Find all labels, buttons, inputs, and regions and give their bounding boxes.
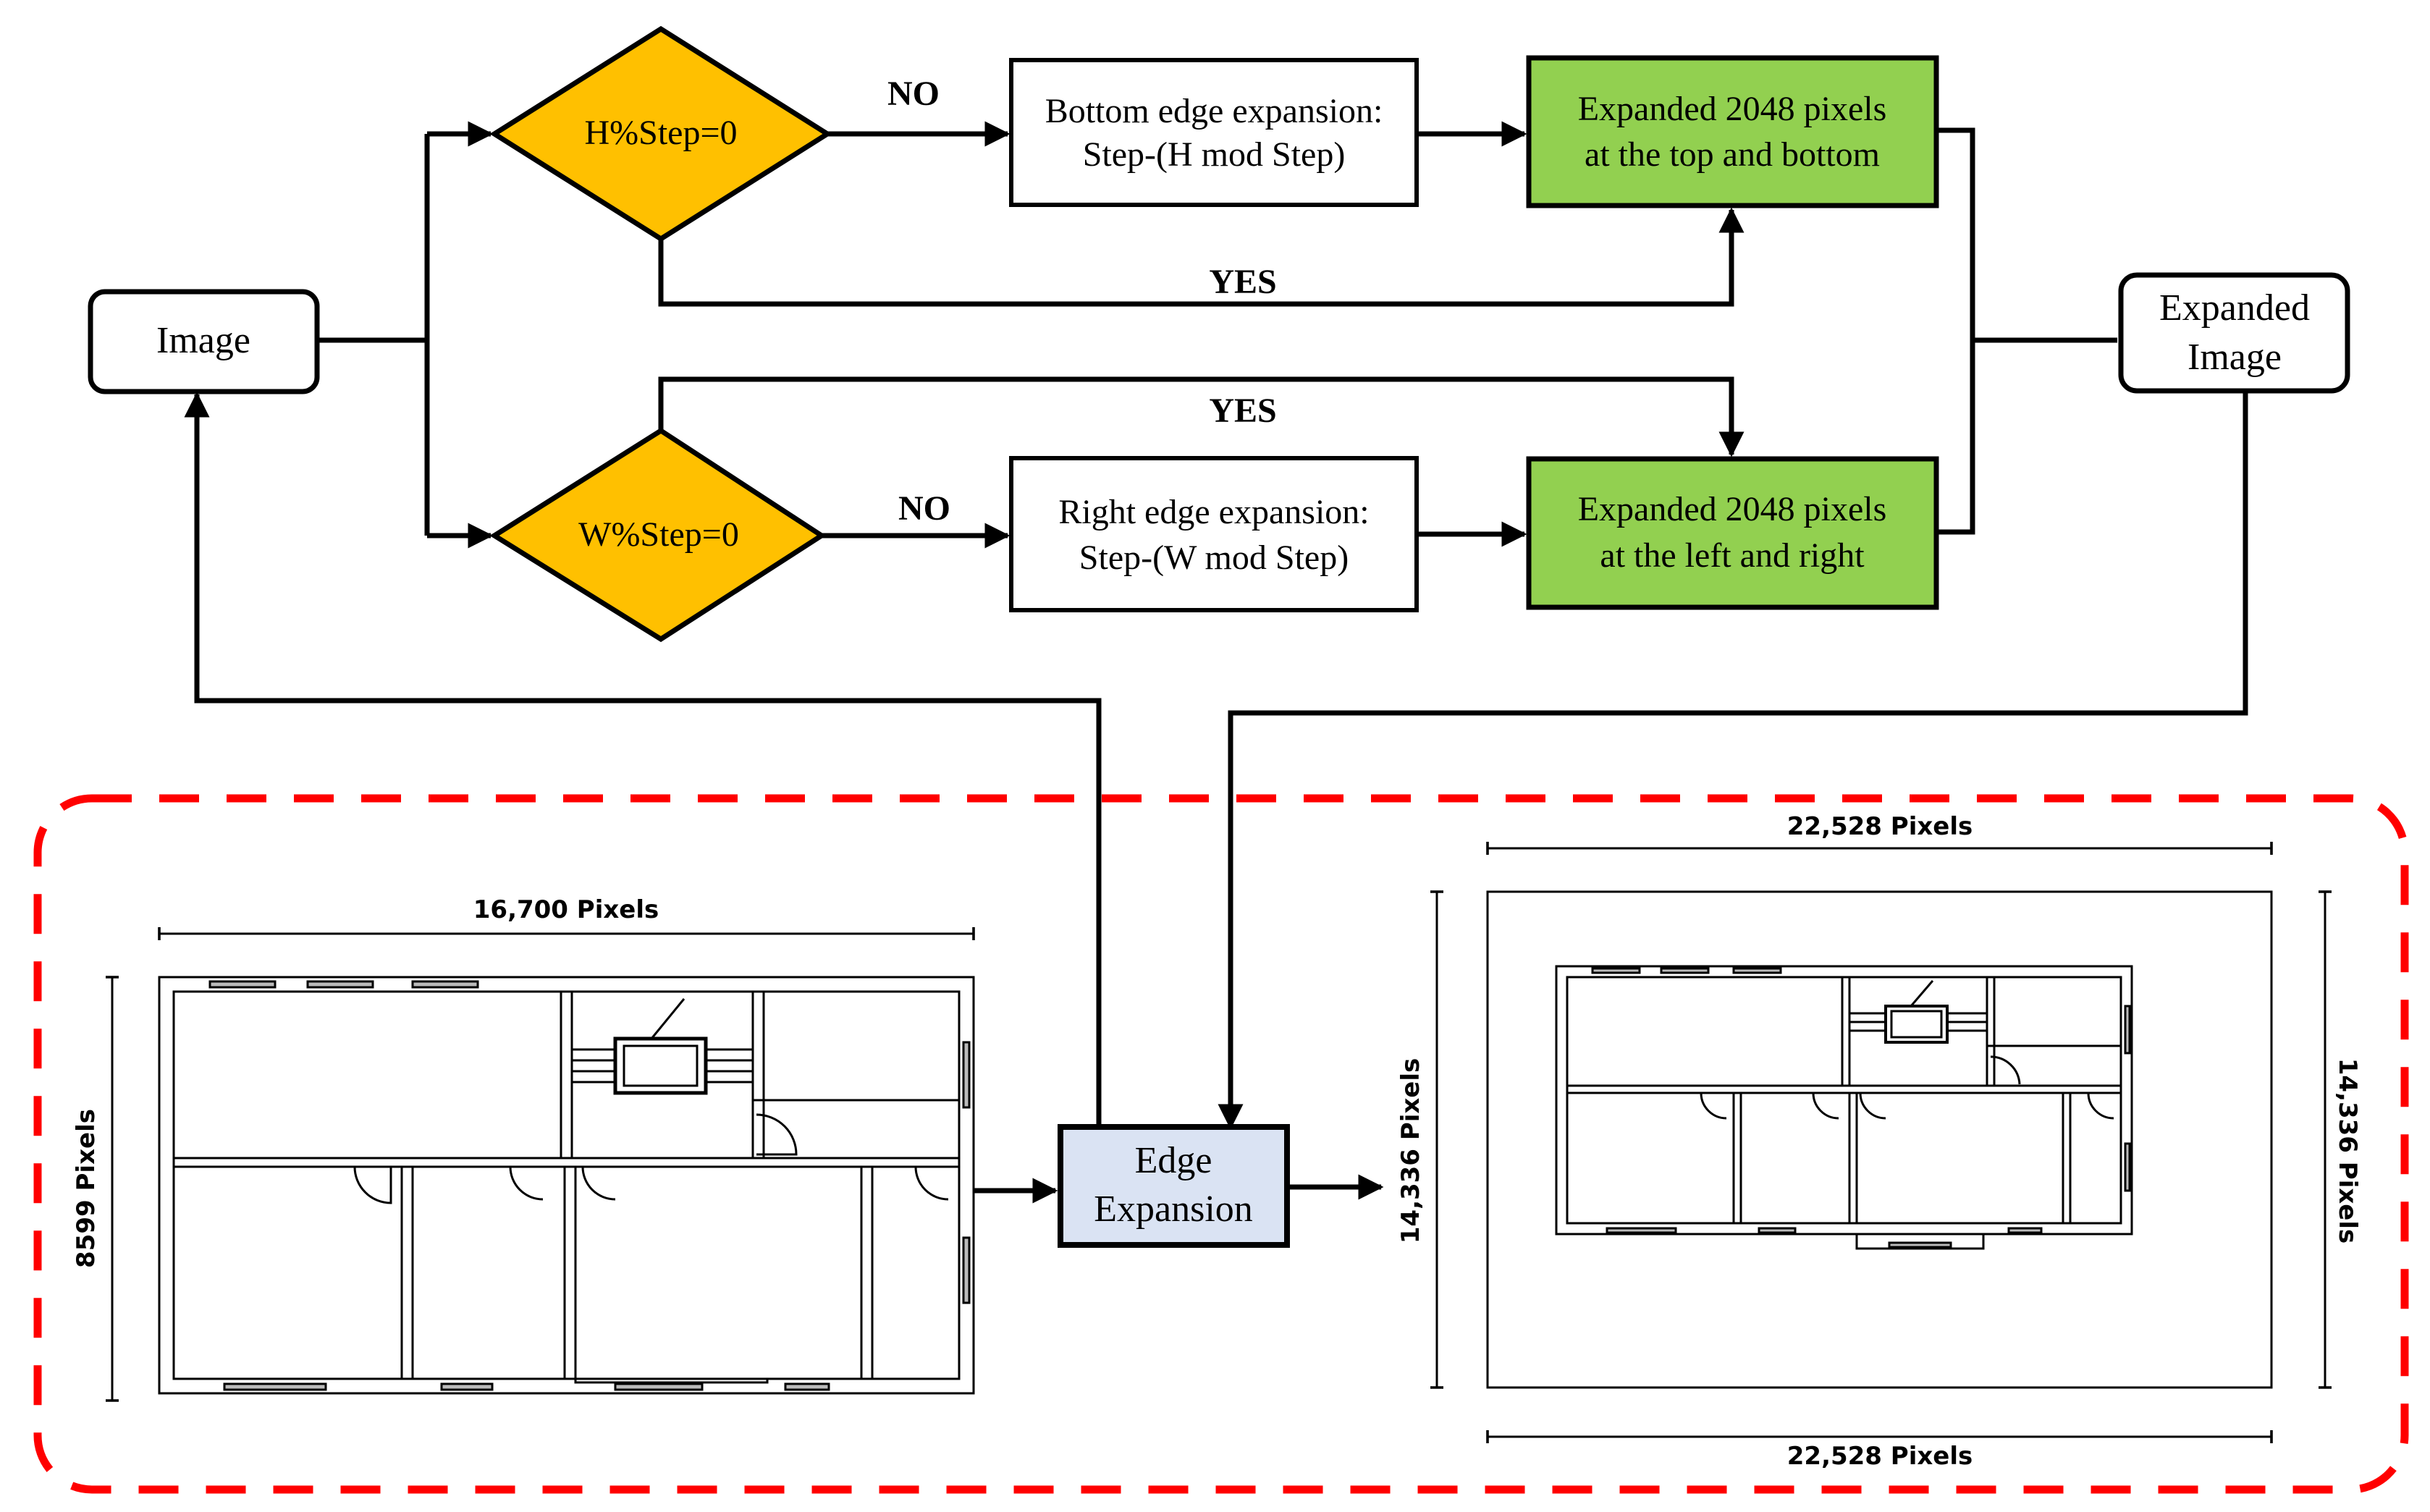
output-to-edge-arrow	[1218, 389, 2248, 1130]
expanded-floor-plan: 22,528 Pixels 22,528 Pixels 14,336 Pixel…	[1396, 812, 2362, 1471]
expanded-left-right-line-1: Expanded 2048 pixels	[1578, 490, 1887, 528]
image-node-label: Image	[156, 320, 250, 361]
expanded-top-bottom-line-2: at the top and bottom	[1585, 135, 1880, 174]
expanded-width-bottom-label: 22,528 Pixels	[1787, 1442, 1973, 1471]
connector-lines	[184, 121, 2248, 1204]
yes-label-top: YES	[1209, 263, 1276, 301]
original-height-label: 8599 Pixels	[72, 1109, 101, 1268]
h-check-diamond: H%Step=0	[489, 25, 832, 242]
expanded-image-line-2: Image	[2188, 337, 2282, 378]
expanded-width-top-label: 22,528 Pixels	[1787, 812, 1973, 841]
w-check-diamond: W%Step=0	[489, 427, 827, 643]
right-expansion-line-2: Step-(W mod Step)	[1079, 539, 1349, 577]
expanded-left-right-box: Expanded 2048 pixels at the left and rig…	[1526, 456, 1939, 610]
expanded-left-right-line-2: at the left and right	[1600, 536, 1865, 575]
no-label-bottom: NO	[898, 489, 950, 528]
expanded-height-right-label: 14,336 Pixels	[2333, 1058, 2362, 1244]
h-check-label: H%Step=0	[584, 114, 737, 152]
bottom-expansion-line-1: Bottom edge expansion:	[1045, 92, 1383, 130]
original-floor-plan: 16,700 Pixels 8599 Pixels	[72, 895, 975, 1402]
right-expansion-line-1: Right edge expansion:	[1058, 493, 1369, 531]
expanded-canvas	[1486, 890, 2273, 1389]
expanded-top-bottom-line-1: Expanded 2048 pixels	[1578, 90, 1887, 128]
edge-expansion-line-2: Expansion	[1094, 1188, 1253, 1230]
bottom-expansion-line-2: Step-(H mod Step)	[1083, 135, 1346, 174]
expanded-image-line-1: Expanded	[2159, 287, 2310, 329]
edge-to-image-arrow	[184, 392, 1102, 1127]
bottom-expansion-box: Bottom edge expansion: Step-(H mod Step)	[1009, 58, 1419, 207]
expanded-top-bottom-box: Expanded 2048 pixels at the top and bott…	[1526, 55, 1939, 208]
edge-expansion-box: Edge Expansion	[1058, 1124, 1290, 1248]
no-label-top: NO	[887, 75, 940, 113]
expanded-image-node: Expanded Image	[2118, 272, 2350, 394]
right-expansion-box: Right edge expansion: Step-(W mod Step)	[1009, 456, 1419, 612]
edge-expansion-line-1: Edge	[1135, 1140, 1212, 1181]
image-node: Image	[88, 289, 320, 394]
yes-label-bottom: YES	[1209, 392, 1276, 430]
expanded-height-left-label: 14,336 Pixels	[1396, 1058, 1425, 1244]
merge-bracket-line	[1936, 127, 1975, 535]
example-dashed-container	[33, 794, 2409, 1494]
h-yes-arrow	[658, 207, 1745, 307]
w-check-label: W%Step=0	[578, 515, 739, 554]
expanded-plan-walls	[1555, 965, 2133, 1250]
original-plan-walls	[158, 976, 975, 1395]
w-yes-arrow	[658, 376, 1745, 457]
original-width-label: 16,700 Pixels	[473, 895, 659, 924]
